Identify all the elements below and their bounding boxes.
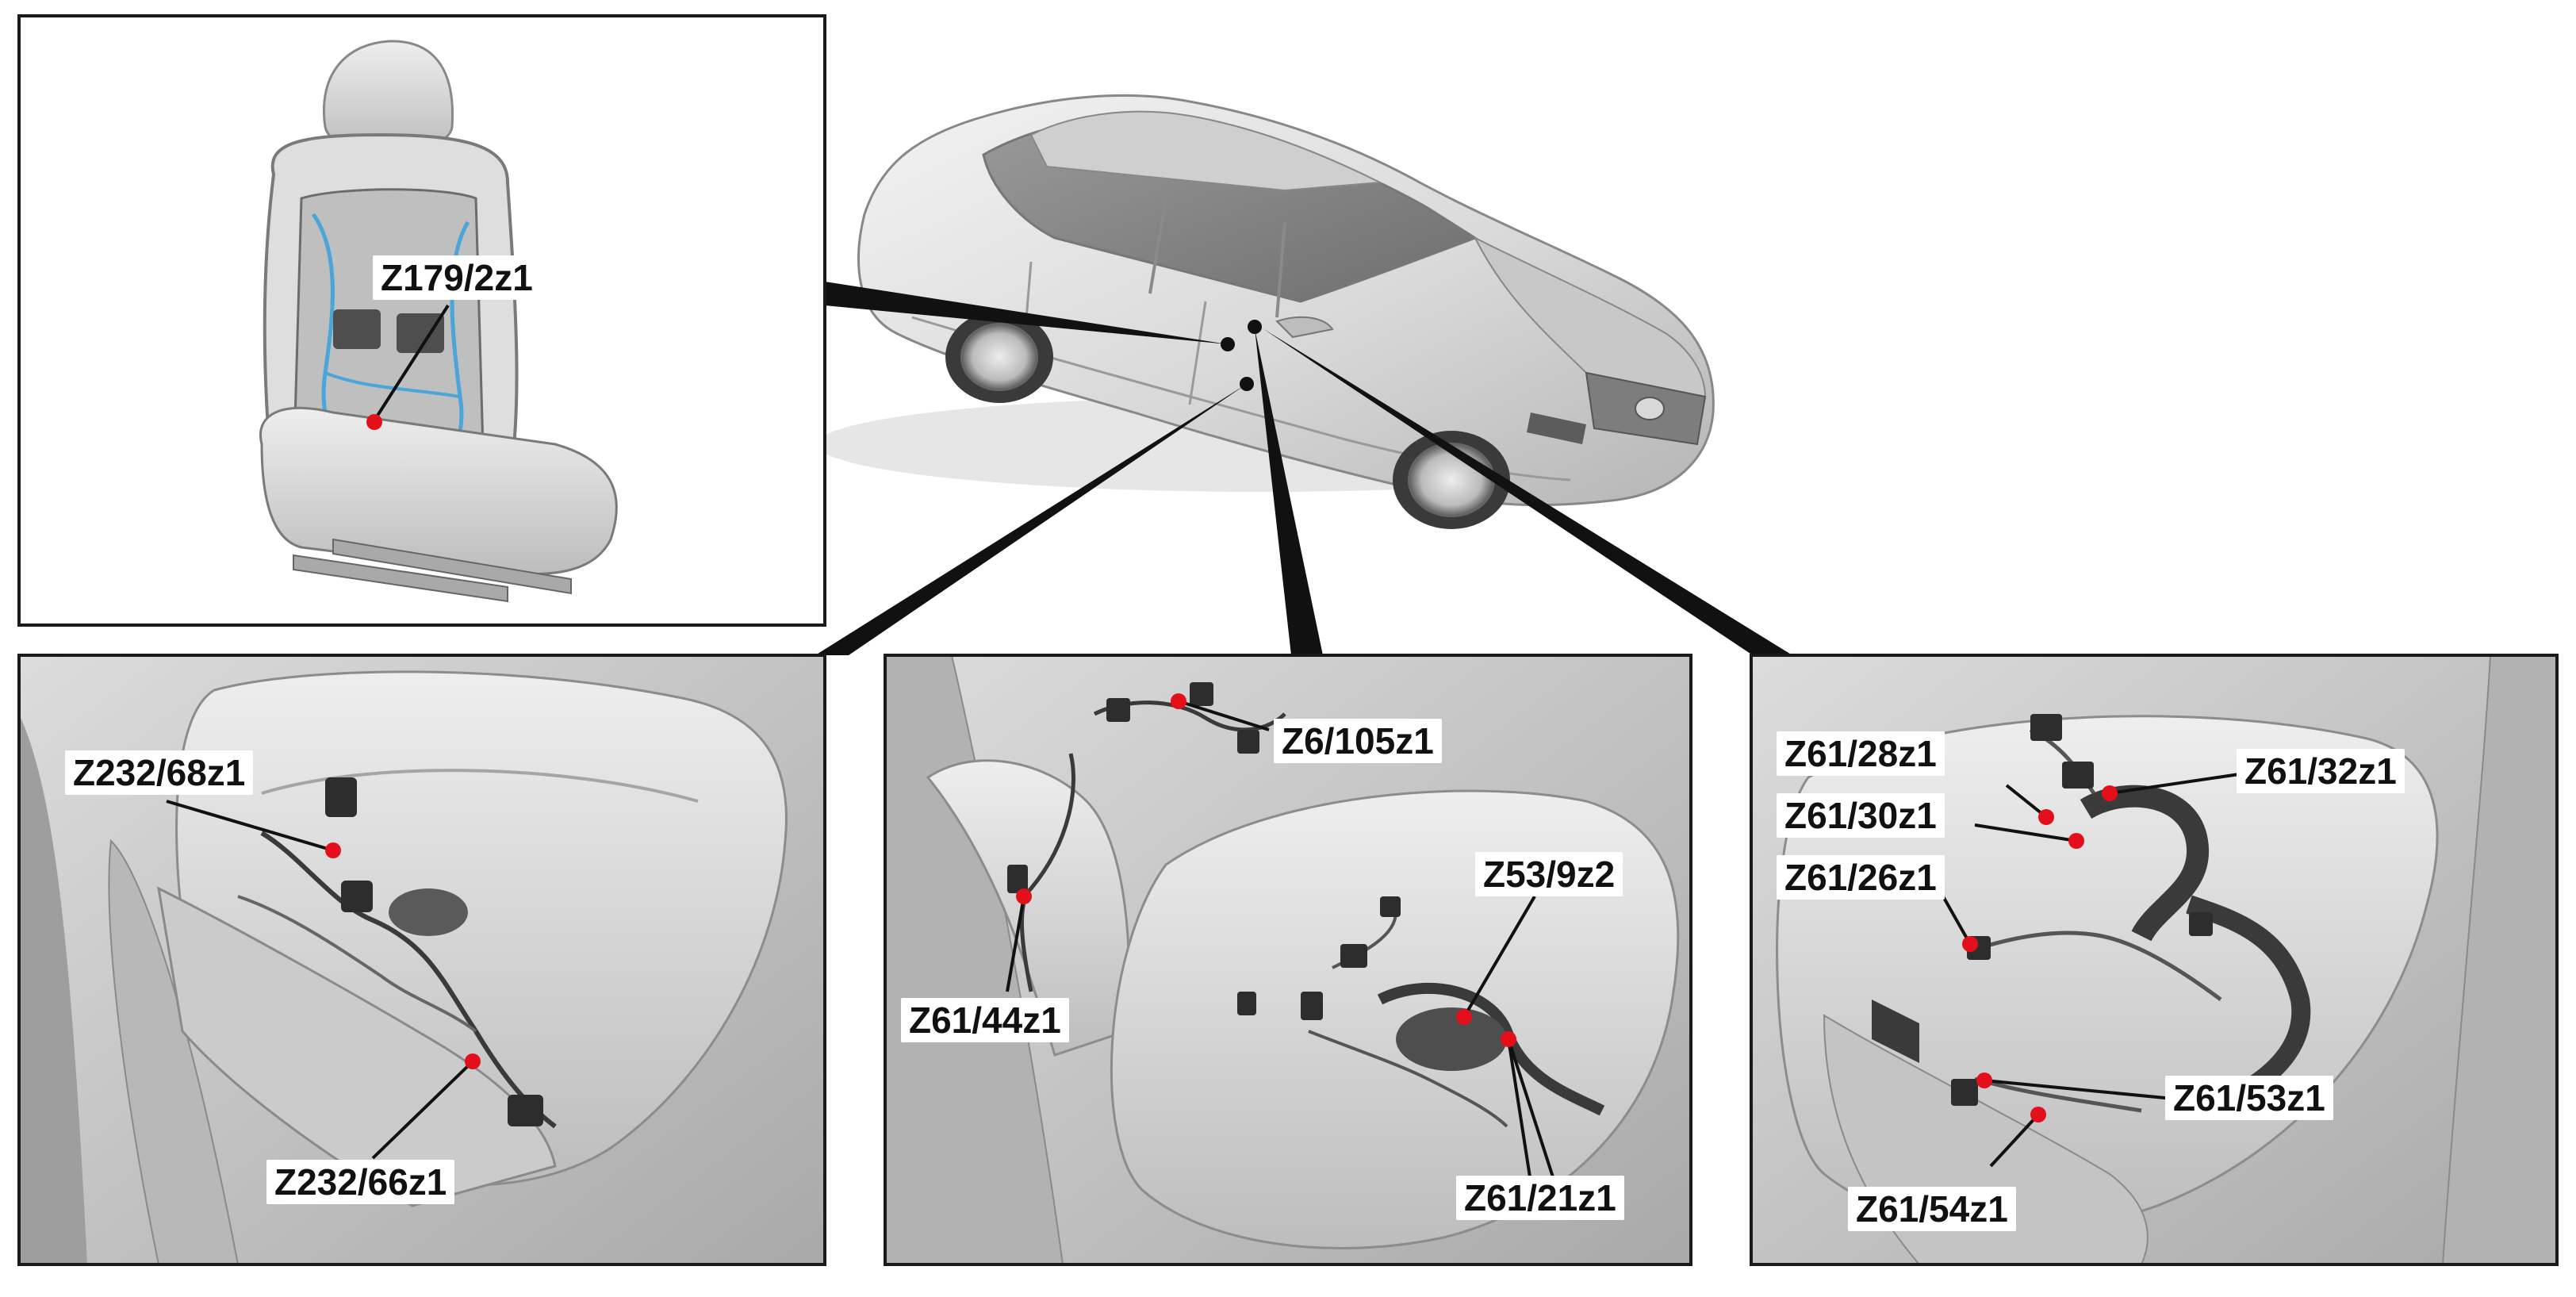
callout-wedges bbox=[815, 282, 1792, 655]
car-callout-points bbox=[1221, 320, 1262, 391]
label-z232-68z1: Z232/68z1 bbox=[65, 750, 254, 795]
vehicle-illustration bbox=[817, 94, 1715, 529]
panel-seat-overview bbox=[17, 14, 826, 627]
label-z232-66z1: Z232/66z1 bbox=[266, 1160, 455, 1204]
label-z61-54z1: Z61/54z1 bbox=[1848, 1187, 2016, 1231]
label-z61-32z1: Z61/32z1 bbox=[2237, 749, 2405, 793]
label-z53-9z2: Z53/9z2 bbox=[1475, 852, 1623, 896]
panel-passenger-seat bbox=[1750, 654, 2559, 1266]
label-z61-44z1: Z61/44z1 bbox=[901, 998, 1069, 1042]
label-z61-53z1: Z61/53z1 bbox=[2165, 1076, 2333, 1120]
label-z179-2z1: Z179/2z1 bbox=[373, 255, 541, 300]
label-z61-28z1: Z61/28z1 bbox=[1777, 731, 1945, 776]
panel-rear-seat bbox=[884, 654, 1692, 1266]
label-z61-30z1: Z61/30z1 bbox=[1777, 793, 1945, 838]
label-z61-26z1: Z61/26z1 bbox=[1777, 855, 1945, 900]
label-z6-105z1: Z6/105z1 bbox=[1274, 719, 1442, 763]
label-z61-21z1: Z61/21z1 bbox=[1456, 1176, 1624, 1220]
